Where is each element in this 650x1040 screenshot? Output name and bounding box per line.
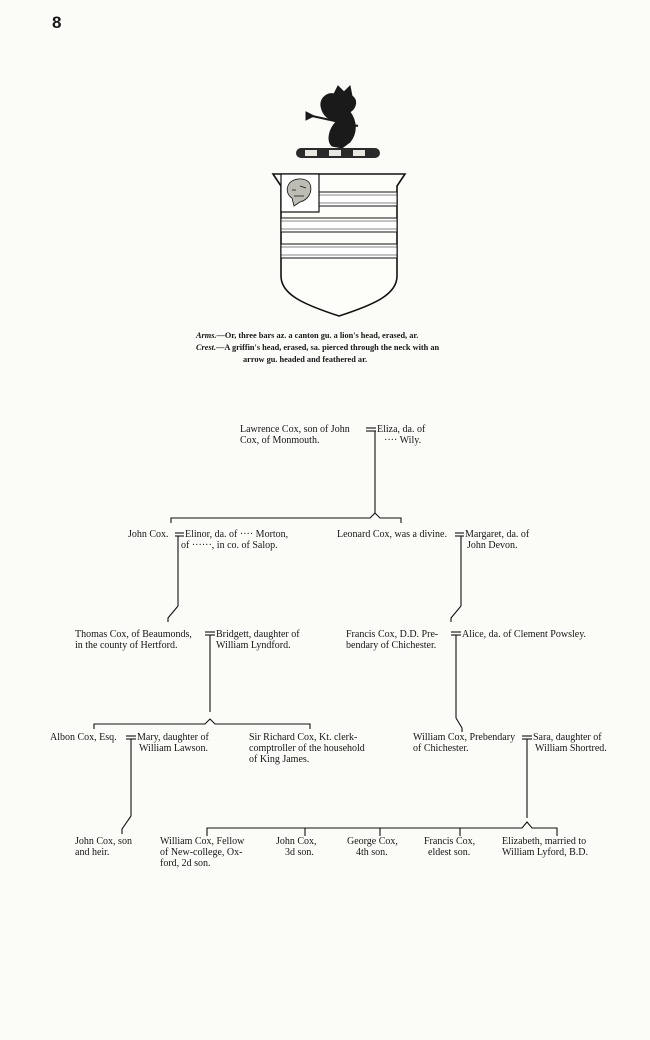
francis-cox-eldest: Francis Cox,	[424, 836, 476, 847]
william-cox-prebendary: William Cox, Prebendary	[413, 732, 516, 743]
thomas-cox: Thomas Cox, of Beaumonds,	[75, 629, 192, 640]
elinor-morton-line2: of ······, in co. of Salop.	[181, 540, 278, 551]
john-cox-heir: John Cox, son	[75, 836, 132, 847]
arms-blazon: Arms.—Or, three bars az. a canton gu. a …	[196, 331, 419, 340]
sara-shortred-line2: William Shortred.	[535, 743, 607, 754]
mary-lawson-line2: William Lawson.	[139, 743, 209, 754]
sir-richard-cox: Sir Richard Cox, Kt. clerk-	[249, 732, 358, 743]
john-cox: John Cox.	[128, 529, 169, 540]
william-cox-fellow: William Cox, Fellow	[160, 836, 245, 847]
thomas-cox-line2: in the county of Hertford.	[75, 640, 178, 651]
william-cox-fellow-line2: of New-college, Ox-	[160, 847, 243, 858]
mary-lawson: Mary, daughter of	[137, 732, 209, 743]
coat-of-arms	[271, 84, 407, 317]
george-cox-line2: 4th son.	[356, 847, 388, 858]
leonard-cox: Leonard Cox, was a divine.	[337, 529, 447, 540]
francis-cox-dd-line2: bendary of Chichester.	[346, 640, 437, 651]
bridgett-lyndford-line2: William Lyndford.	[216, 640, 291, 651]
griffin-head-crest	[305, 84, 359, 149]
william-cox-prebendary-line2: of Chichester.	[413, 743, 469, 754]
bridgett-lyndford: Bridgett, daughter of	[216, 629, 300, 640]
john-cox-3d: John Cox,	[276, 836, 317, 847]
eliza-wily-line2: ···· Wily.	[384, 435, 422, 446]
john-cox-3d-line2: 3d son.	[285, 847, 314, 858]
crest-blazon-line1: Crest.—A griffin's head, erased, sa. pie…	[196, 343, 440, 352]
sara-shortred: Sara, daughter of	[533, 732, 602, 743]
francis-cox-eldest-line2: eldest son.	[428, 847, 471, 858]
sir-richard-cox-line3: of King James.	[249, 754, 310, 765]
william-cox-fellow-line3: ford, 2d son.	[160, 858, 211, 869]
sir-richard-cox-line2: comptroller of the household	[249, 743, 365, 754]
wreath	[296, 148, 380, 158]
lawrence-cox-line2: Cox, of Monmouth.	[240, 435, 320, 446]
alice-powsley: Alice, da. of Clement Powsley.	[462, 629, 587, 640]
crest-blazon-line2: arrow gu. headed and feathered ar.	[243, 355, 368, 364]
margaret-devon: Margaret, da. of	[465, 529, 530, 540]
george-cox: George Cox,	[347, 836, 398, 847]
elinor-morton: Elinor, da. of ···· Morton,	[185, 529, 289, 540]
elizabeth-cox: Elizabeth, married to	[502, 836, 587, 847]
albon-cox: Albon Cox, Esq.	[50, 732, 117, 743]
lion-head-icon	[286, 178, 312, 207]
margaret-devon-line2: John Devon.	[467, 540, 518, 551]
eliza-wily: Eliza, da. of	[377, 424, 426, 435]
page-number: 8	[52, 13, 62, 32]
elizabeth-cox-line2: William Lyford, B.D.	[502, 847, 588, 858]
francis-cox-dd: Francis Cox, D.D. Pre-	[346, 629, 439, 640]
shield	[271, 173, 407, 317]
lawrence-cox: Lawrence Cox, son of John	[240, 424, 350, 435]
john-cox-heir-line2: and heir.	[75, 847, 110, 858]
